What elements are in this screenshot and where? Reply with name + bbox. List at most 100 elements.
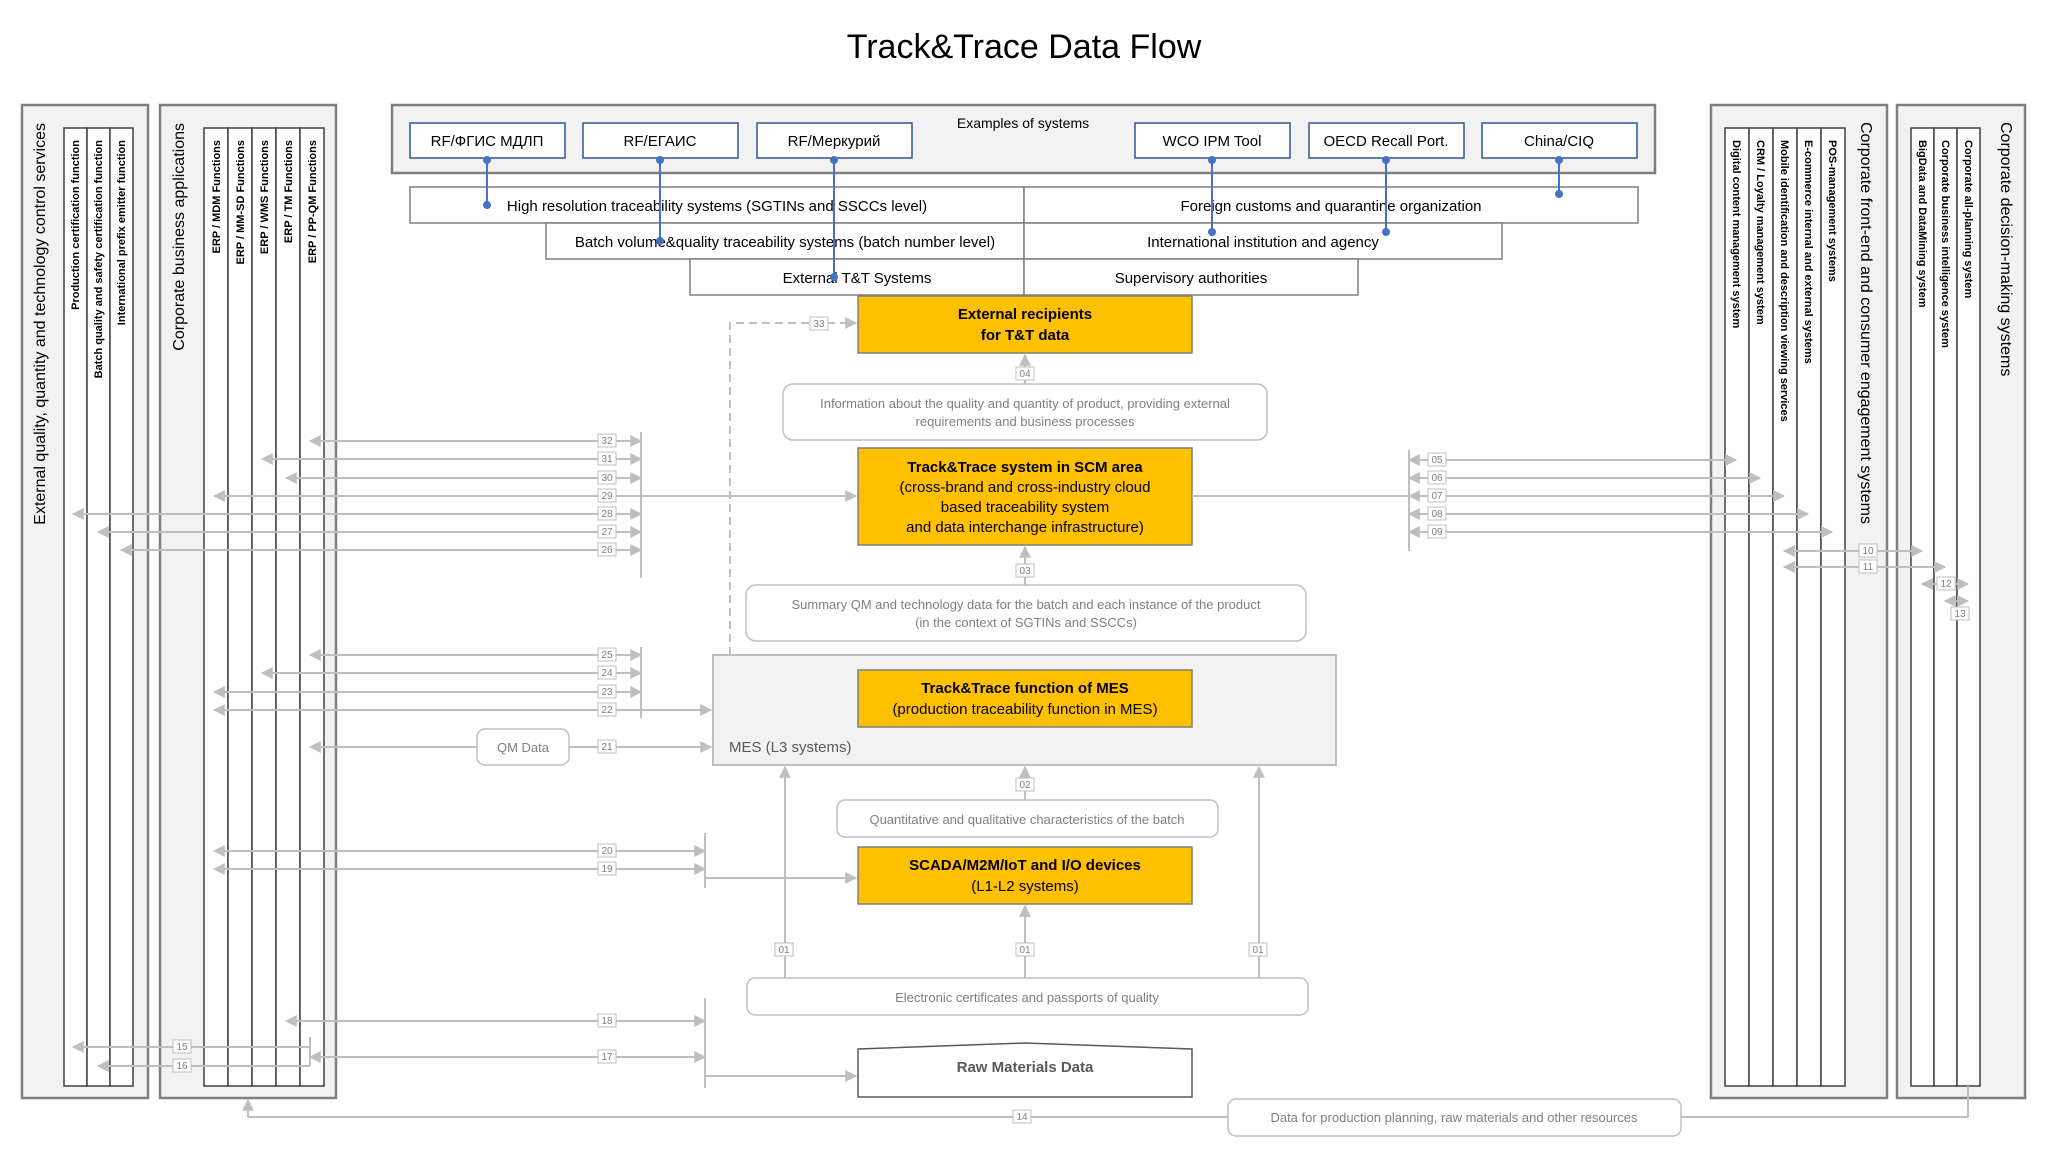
svg-text:25: 25	[601, 650, 613, 661]
flow-tag: 24	[597, 665, 617, 680]
box-planning-data: Data for production planning, raw materi…	[1227, 1098, 1682, 1137]
col-production-certification: Production certification function	[70, 140, 82, 310]
tier-supervisory: Supervisory authorities	[1115, 270, 1268, 287]
flow-tag: 02	[1015, 777, 1035, 792]
svg-text:21: 21	[601, 742, 613, 753]
panel-front-end-systems: Digital content management system CRM / …	[1709, 103, 1889, 1100]
flow-tag: 06	[1427, 470, 1447, 485]
col-erp-mdm: ERP / MDM Functions	[211, 140, 223, 253]
tt-system-line3: based traceability system	[941, 499, 1109, 516]
system-egais: RF/ЕГАИС	[624, 133, 697, 150]
flow-tag: 04	[1015, 366, 1035, 381]
col-erp-wms: ERP / WMS Functions	[259, 140, 271, 254]
examples-panel: Examples of systems RF/ФГИС МДЛП RF/ЕГАИ…	[390, 103, 1657, 175]
svg-text:23: 23	[601, 687, 613, 698]
svg-text:26: 26	[601, 545, 613, 556]
mes-label: MES (L3 systems)	[729, 739, 852, 756]
flow-tag: 28	[597, 506, 617, 521]
external-recipients-line1: External recipients	[958, 306, 1092, 323]
col-erp-mm-sd: ERP / MM-SD Functions	[235, 140, 247, 264]
flow-tag: 31	[597, 451, 617, 466]
col-erp-tm: ERP / TM Functions	[283, 140, 295, 243]
info-quality-line2: requirements and business processes	[916, 414, 1135, 429]
svg-text:01: 01	[1019, 945, 1031, 956]
flow-tag: 07	[1427, 488, 1447, 503]
box-summary-qm: Summary QM and technology data for the b…	[745, 584, 1307, 642]
flow-tag: 15	[172, 1039, 192, 1054]
tier-batch-volume: Batch volume&quality traceability system…	[575, 234, 995, 251]
panel-title-corporate-business: Corporate business applications	[171, 123, 188, 351]
tier-external-tt: External T&T Systems	[783, 270, 932, 287]
svg-text:08: 08	[1431, 509, 1443, 520]
certificates-label: Electronic certificates and passports of…	[895, 990, 1159, 1005]
svg-text:22: 22	[601, 705, 613, 716]
col-batch-quality-certification: Batch quality and safety certification f…	[93, 140, 105, 379]
box-info-quality: Information about the quality and quanti…	[782, 383, 1268, 441]
summary-qm-line1: Summary QM and technology data for the b…	[791, 597, 1260, 612]
tt-system-line4: and data interchange infrastructure)	[906, 519, 1144, 536]
svg-text:13: 13	[1954, 609, 1966, 620]
tt-mes-line2: (production traceability function in MES…	[892, 701, 1157, 718]
box-certificates: Electronic certificates and passports of…	[746, 977, 1309, 1016]
col-pos-management: POS-management systems	[1826, 140, 1838, 282]
col-all-planning: Corporate all-planning system	[1962, 140, 1974, 299]
tt-system-line2: (cross-brand and cross-industry cloud	[900, 479, 1151, 496]
flow-tag: 16	[172, 1058, 192, 1073]
flow-tag: 13	[1950, 606, 1970, 621]
panel-title-front-end: Corporate front-end and consumer engagem…	[1857, 122, 1874, 524]
flow-tag: 30	[597, 470, 617, 485]
diagram-title: Track&Trace Data Flow	[847, 28, 1202, 66]
svg-text:24: 24	[601, 668, 613, 679]
svg-text:19: 19	[601, 864, 613, 875]
system-wco-ipm: WCO IPM Tool	[1163, 133, 1262, 150]
flow-tag: 03	[1015, 563, 1035, 578]
svg-text:16: 16	[176, 1061, 188, 1072]
svg-text:28: 28	[601, 509, 613, 520]
external-recipients-line2: for T&T data	[981, 327, 1070, 344]
box-raw-materials: Raw Materials Data	[857, 1042, 1193, 1098]
flow-tag: 11	[1858, 559, 1878, 574]
tier-international-institution: International institution and agency	[1147, 234, 1379, 251]
svg-text:33: 33	[813, 319, 825, 330]
flow-tag: 29	[597, 488, 617, 503]
system-merkuriy: RF/Меркурий	[788, 133, 881, 150]
svg-text:12: 12	[1940, 579, 1952, 590]
svg-text:06: 06	[1431, 473, 1443, 484]
tier-high-resolution: High resolution traceability systems (SG…	[507, 198, 927, 215]
box-tt-function-mes: Track&Trace function of MES (production …	[857, 669, 1193, 728]
svg-text:07: 07	[1431, 491, 1443, 502]
svg-text:01: 01	[778, 945, 790, 956]
system-oecd-recall: OECD Recall Port.	[1323, 133, 1448, 150]
panel-corporate-business-apps: Corporate business applications ERP / MD…	[158, 103, 338, 1100]
flow-tag: 01	[774, 942, 794, 957]
svg-text:11: 11	[1863, 562, 1874, 573]
flow-tag: 10	[1858, 543, 1878, 558]
col-crm-loyalty: CRM / Loyalty management system	[1754, 140, 1766, 325]
panel-external-control-services: External quality, quantity and technolog…	[20, 103, 150, 1100]
quant-qual-label: Quantitative and qualitative characteris…	[869, 812, 1184, 827]
tier-foreign-customs: Foreign customs and quarantine organizat…	[1180, 198, 1481, 215]
svg-text:32: 32	[601, 436, 613, 447]
flow-tag: 09	[1427, 524, 1447, 539]
svg-text:02: 02	[1019, 780, 1031, 791]
panel-title-external-control: External quality, quantity and technolog…	[32, 123, 49, 525]
svg-text:14: 14	[1016, 1112, 1028, 1123]
flow-tag: 19	[597, 861, 617, 876]
qm-data-label: QM Data	[497, 740, 550, 755]
examples-label: Examples of systems	[957, 115, 1089, 131]
planning-data-label: Data for production planning, raw materi…	[1270, 1110, 1638, 1125]
scada-line1: SCADA/M2M/IoT and I/O devices	[909, 857, 1141, 874]
flow-tag: 21	[597, 739, 617, 754]
flow-tag: 18	[597, 1013, 617, 1028]
raw-materials-label: Raw Materials Data	[957, 1059, 1094, 1076]
scada-line2: (L1-L2 systems)	[971, 878, 1079, 895]
svg-text:03: 03	[1019, 566, 1031, 577]
tt-mes-line1: Track&Trace function of MES	[921, 680, 1129, 697]
flow-tag: 05	[1427, 452, 1447, 467]
svg-text:18: 18	[601, 1016, 613, 1027]
system-connectors	[483, 156, 1563, 281]
flow-tag: 08	[1427, 506, 1447, 521]
flow-tag: 20	[597, 843, 617, 858]
